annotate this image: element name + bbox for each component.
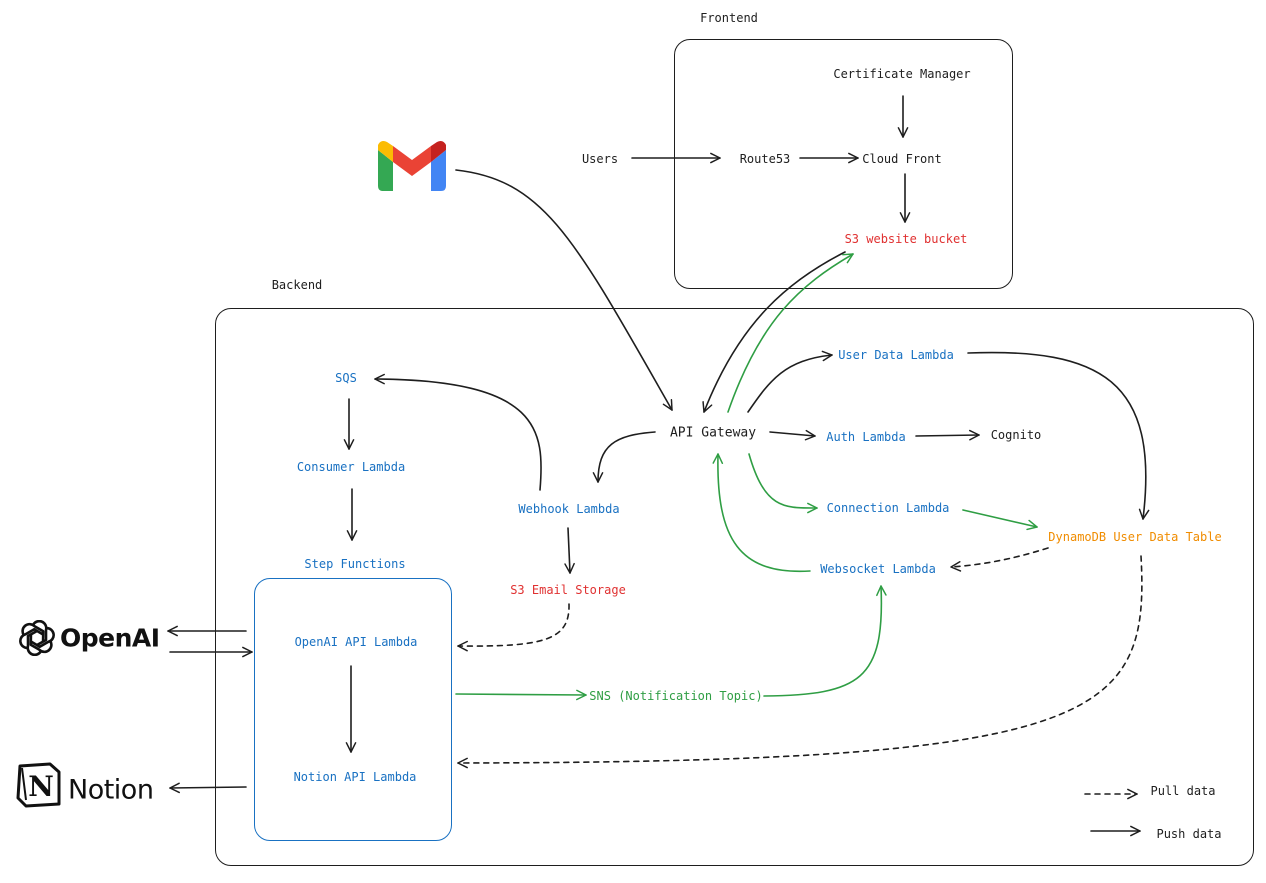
backend-group-box	[215, 308, 1254, 866]
node-sns-notification-topic: SNS (Notification Topic)	[589, 689, 763, 703]
node-websocket-lambda: Websocket Lambda	[820, 562, 936, 576]
node-route53: Route53	[739, 152, 791, 166]
edge-stepfunctions-to-notion	[169, 782, 247, 794]
backend-group-label: Backend	[271, 278, 323, 292]
node-connection-lambda: Connection Lambda	[826, 501, 950, 515]
notion-logo-letter: N	[28, 770, 54, 803]
frontend-group-box	[674, 39, 1013, 289]
node-api-gateway: API Gateway	[669, 425, 757, 441]
node-dynamodb-user-data-table: DynamoDB User Data Table	[1048, 530, 1222, 544]
edge-webhooklambda-to-sqs	[374, 373, 542, 491]
openai-brand-label: OpenAI	[60, 623, 160, 653]
gmail-logo-icon	[378, 141, 446, 191]
edge-authlambda-to-cognito	[915, 429, 980, 441]
edge-apigateway-to-webhooklambda	[592, 431, 656, 483]
node-certificate-manager: Certificate Manager	[833, 67, 971, 81]
node-user-data-lambda: User Data Lambda	[838, 348, 954, 362]
edge-sns-to-websocketlambda	[763, 585, 887, 697]
edge-s3emailstorage-to-openailambda	[457, 603, 570, 652]
edge-apigateway-to-userdatalambda	[747, 350, 833, 413]
legend-pull-label: Pull data	[1150, 784, 1216, 798]
node-consumer-lambda: Consumer Lambda	[296, 460, 406, 474]
notion-logo-icon: N	[16, 762, 61, 808]
step-functions-group-box	[254, 578, 452, 841]
node-s3-email-storage: S3 Email Storage	[510, 583, 626, 597]
node-cognito: Cognito	[990, 428, 1042, 442]
notion-brand-label: Notion	[68, 774, 154, 806]
step-functions-group-label: Step Functions	[304, 557, 406, 571]
edge-stepfunctions-to-sns	[455, 689, 587, 701]
node-openai-api-lambda: OpenAI API Lambda	[294, 635, 418, 649]
edge-apigateway-to-authlambda	[769, 429, 816, 441]
frontend-group-label: Frontend	[700, 11, 758, 25]
edge-connectionlambda-to-dynamodb	[962, 509, 1038, 531]
node-sqs: SQS	[335, 371, 357, 385]
node-auth-lambda: Auth Lambda	[826, 430, 906, 444]
node-users: Users	[581, 152, 619, 166]
edge-gmail-to-apigateway	[455, 169, 673, 411]
openai-logo-icon	[19, 620, 55, 656]
edge-dynamodb-to-notionlambda	[457, 555, 1143, 769]
edge-dynamodb-to-websocketlambda	[950, 547, 1049, 572]
node-notion-api-lambda: Notion API Lambda	[293, 770, 417, 784]
edge-userdatalambda-to-dynamodb	[967, 351, 1150, 520]
edge-s3bucket-to-apigateway	[702, 251, 846, 413]
node-cloud-front: Cloud Front	[862, 152, 942, 166]
node-s3-website-bucket: S3 website bucket	[844, 232, 968, 246]
node-webhook-lambda: Webhook Lambda	[518, 502, 620, 516]
edge-apigateway-to-s3bucket	[727, 253, 854, 413]
edge-apigateway-to-connectionlambda	[748, 453, 818, 514]
edge-websocketlambda-to-apigateway	[712, 453, 811, 573]
legend-push-label: Push data	[1156, 827, 1222, 841]
edge-webhooklambda-to-s3emailstorage	[564, 527, 575, 574]
